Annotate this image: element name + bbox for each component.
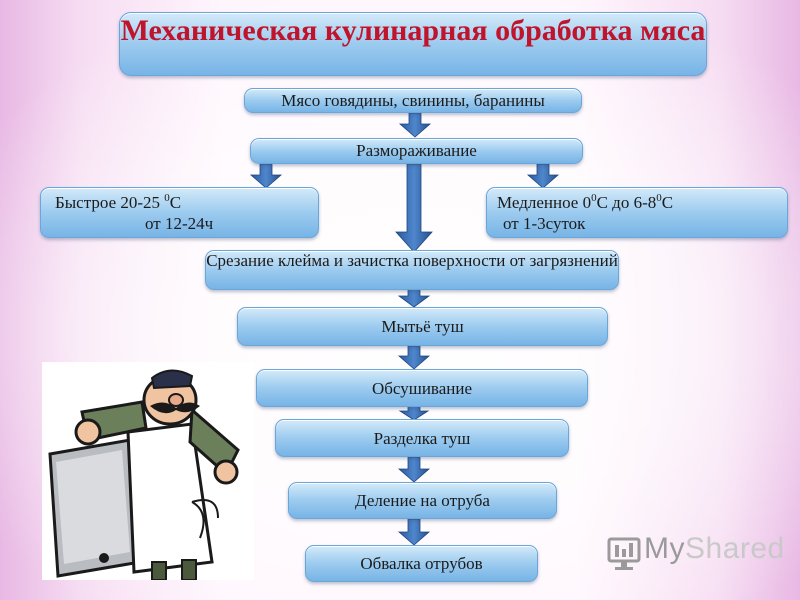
step-slow-defrost: Медленное 00С до 6-80С от 1-3суток xyxy=(486,187,788,238)
page-title: Механическая кулинарная обработка мяса xyxy=(119,12,707,76)
arrow-defrost-to-trim xyxy=(395,163,433,253)
step-divide: Деление на отруба xyxy=(288,482,557,519)
arrow-divide-to-debone xyxy=(397,518,431,546)
step-meat: Мясо говядины, свинины, баранины xyxy=(244,88,582,113)
step-defrost: Размораживание xyxy=(250,138,583,164)
myshared-watermark: MyShared xyxy=(644,532,785,565)
step-cut: Разделка туш xyxy=(275,419,569,457)
myshared-logo-icon xyxy=(607,537,641,570)
arrow-cut-to-divide xyxy=(397,456,431,483)
arrow-defrost-to-fast xyxy=(249,163,283,189)
step-dry: Обсушивание xyxy=(256,369,588,407)
arrow-wash-to-dry xyxy=(397,345,431,370)
arrow-dry-to-cut xyxy=(398,405,430,421)
arrow-defrost-to-slow xyxy=(526,163,560,189)
chef-illustration xyxy=(42,362,254,581)
arrow-meat-to-defrost xyxy=(398,112,432,138)
step-fast-defrost: Быстрое 20-25 0С от 12-24ч xyxy=(40,187,319,238)
step-debone: Обвалка отрубов xyxy=(305,545,538,582)
step-wash: Мытьё туш xyxy=(237,307,608,346)
arrow-trim-to-wash xyxy=(397,288,431,308)
step-trim: Срезание клейма и зачистка поверхности о… xyxy=(205,250,619,290)
